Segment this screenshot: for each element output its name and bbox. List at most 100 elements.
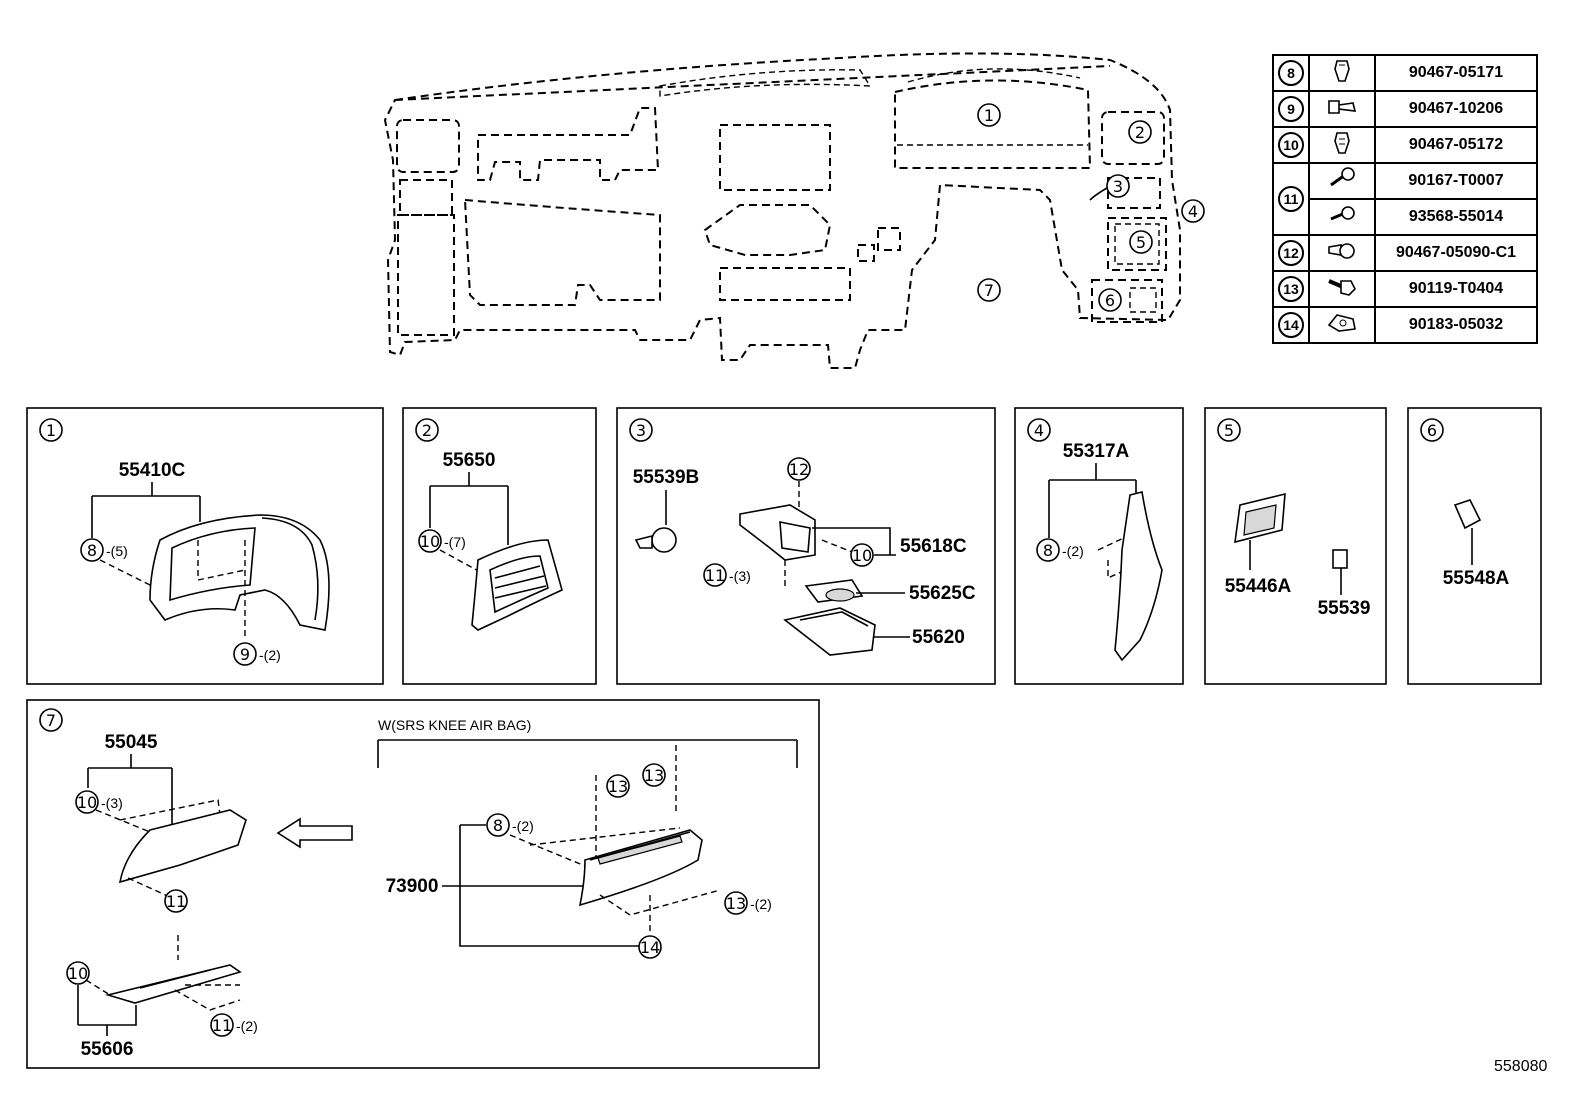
reinforcement-bracket-part xyxy=(104,964,242,1004)
overview-callout-7[interactable]: 7 xyxy=(977,278,1001,302)
knee-airbag-part xyxy=(578,829,703,907)
overview-callout-5[interactable]: 5 xyxy=(1129,230,1153,254)
fastener-part-number: 90467-05171 xyxy=(1374,54,1538,92)
clip-icon xyxy=(1334,131,1350,154)
panel-7-qty-11b: -(2) xyxy=(236,1018,258,1034)
svg-text:10: 10 xyxy=(77,793,97,812)
panel-2-number: 2 xyxy=(415,418,439,442)
svg-text:8: 8 xyxy=(1043,541,1053,560)
panel-3-clip-12[interactable]: 12 xyxy=(787,457,811,481)
part-55446a-label[interactable]: 55446A xyxy=(1225,576,1292,597)
panel-2-clip-10[interactable]: 10 xyxy=(418,529,442,553)
screw-icon xyxy=(1330,166,1355,186)
panel-1-clip-9[interactable]: 9 xyxy=(233,642,257,666)
fastener-part-number: 90119-T0404 xyxy=(1374,270,1538,308)
part-55548a-label[interactable]: 55548A xyxy=(1443,568,1510,589)
panel-7-clip-10a[interactable]: 10 xyxy=(75,790,99,814)
fastener-part-number: 90467-10206 xyxy=(1374,90,1538,128)
fastener-row[interactable]: 11 90167-T0007 xyxy=(1272,162,1538,236)
part-55539b-label[interactable]: 55539B xyxy=(633,467,700,488)
part-55650-label[interactable]: 55650 xyxy=(443,450,496,471)
panel-3-clip-10[interactable]: 10 xyxy=(850,543,874,567)
panel-7-qty-10a: -(3) xyxy=(101,795,123,811)
lower-cover-part xyxy=(118,809,247,884)
overview-callout-2[interactable]: 2 xyxy=(1128,120,1152,144)
part-55625c-label[interactable]: 55625C xyxy=(909,583,976,604)
part-55539-label[interactable]: 55539 xyxy=(1318,598,1371,619)
fastener-number: 14 xyxy=(1278,312,1304,338)
bolt-icon xyxy=(1328,278,1356,296)
panel-3 xyxy=(616,407,996,685)
panel-1-clip-8[interactable]: 8 xyxy=(80,538,104,562)
side-vent-part xyxy=(471,539,563,631)
overview-callout-6[interactable]: 6 xyxy=(1098,288,1122,312)
panel-4-qty-8: -(2) xyxy=(1062,543,1084,559)
panel-1-qty-8: -(5) xyxy=(106,543,128,559)
overview-callout-3[interactable]: 3 xyxy=(1106,174,1130,198)
fastener-number: 11 xyxy=(1278,186,1304,212)
part-55317a-label[interactable]: 55317A xyxy=(1063,441,1130,462)
fastener-part-number: 90167-T0007 xyxy=(1374,162,1538,200)
part-73900-label[interactable]: 73900 xyxy=(386,876,439,897)
fastener-row[interactable]: 13 90119-T0404 xyxy=(1272,270,1538,308)
panel-7-bolt-13a[interactable]: 13 xyxy=(606,774,630,798)
fastener-part-number: 90467-05172 xyxy=(1374,126,1538,164)
panel-7-screw-11a[interactable]: 11 xyxy=(164,889,188,913)
fastener-row[interactable]: 12 90467-05090-C1 xyxy=(1272,234,1538,272)
panel-7-qty-8: -(2) xyxy=(512,818,534,834)
cup-holder-part xyxy=(804,579,864,603)
svg-text:7: 7 xyxy=(984,281,994,300)
part-55618c-label[interactable]: 55618C xyxy=(900,536,967,557)
switch-panel-part xyxy=(1234,492,1286,544)
svg-text:4: 4 xyxy=(1034,421,1044,440)
part-55620-label[interactable]: 55620 xyxy=(912,627,965,648)
part-55045-label[interactable]: 55045 xyxy=(105,732,158,753)
fastener-row[interactable]: 93568-55014 xyxy=(1273,198,1538,236)
part-55410c-label[interactable]: 55410C xyxy=(119,460,186,481)
svg-text:1: 1 xyxy=(46,421,56,440)
panel-7-clip-8[interactable]: 8 xyxy=(486,813,510,837)
svg-text:8: 8 xyxy=(493,816,503,835)
fastener-row[interactable]: 10 90467-05172 xyxy=(1272,126,1538,164)
fastener-number: 13 xyxy=(1278,276,1304,302)
panel-2 xyxy=(402,407,597,685)
svg-text:3: 3 xyxy=(636,421,646,440)
svg-text:5: 5 xyxy=(1224,421,1234,440)
svg-text:1: 1 xyxy=(984,106,994,125)
svg-text:11: 11 xyxy=(212,1016,232,1035)
panel-5 xyxy=(1204,407,1387,685)
fastener-row[interactable]: 8 90467-05171 xyxy=(1272,54,1538,92)
cluster-bezel-part xyxy=(149,514,330,631)
panel-4-clip-8[interactable]: 8 xyxy=(1036,538,1060,562)
fastener-part-number: 90183-05032 xyxy=(1374,306,1538,344)
fastener-part-number: 90467-05090-C1 xyxy=(1374,234,1538,272)
panel-7-nut-14[interactable]: 14 xyxy=(638,935,662,959)
ashtray-bracket-part xyxy=(739,504,816,561)
fastener-number: 9 xyxy=(1278,96,1304,122)
svg-text:13: 13 xyxy=(608,777,628,796)
panel-6-number: 6 xyxy=(1420,418,1444,442)
side-trim-part xyxy=(1114,491,1163,662)
panel-7-screw-11b[interactable]: 11 xyxy=(210,1013,234,1037)
svg-text:10: 10 xyxy=(68,964,88,983)
panel-1-number: 1 xyxy=(39,418,63,442)
svg-text:11: 11 xyxy=(705,566,725,585)
overview-callout-1[interactable]: 1 xyxy=(977,103,1001,127)
panel-7-bolt-13b[interactable]: 13 xyxy=(642,763,666,787)
svg-text:2: 2 xyxy=(422,421,432,440)
panel-7-clip-10b[interactable]: 10 xyxy=(66,961,90,985)
overview-callout-4[interactable]: 4 xyxy=(1181,199,1205,223)
svg-text:10: 10 xyxy=(852,546,872,565)
nut-icon xyxy=(1327,313,1356,332)
svg-text:7: 7 xyxy=(46,711,56,730)
fastener-row[interactable]: 9 90467-10206 xyxy=(1272,90,1538,128)
panel-7-number: 7 xyxy=(39,708,63,732)
knob-part xyxy=(634,527,677,553)
svg-text:9: 9 xyxy=(240,645,250,664)
panel-3-screw-11[interactable]: 11 xyxy=(703,563,727,587)
panel-2-qty-10: -(7) xyxy=(444,534,466,550)
fastener-number: 10 xyxy=(1278,132,1304,158)
panel-7-bolt-13c[interactable]: 13 xyxy=(724,891,748,915)
fastener-row[interactable]: 14 90183-05032 xyxy=(1272,306,1538,344)
part-55606-label[interactable]: 55606 xyxy=(81,1039,134,1060)
